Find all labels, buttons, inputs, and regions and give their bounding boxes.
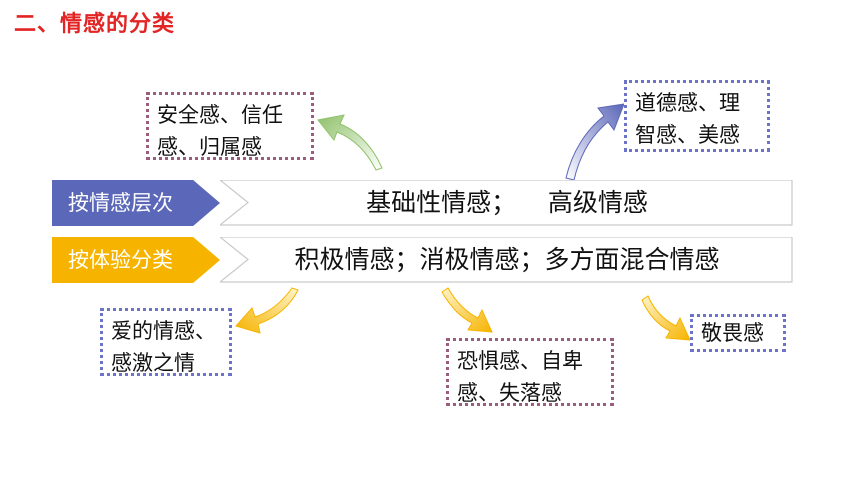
box-love-line-2: 感激之情	[111, 351, 195, 375]
row-level-content: 基础性情感； 高级情感	[366, 188, 648, 217]
arrow-to-fear	[441, 287, 493, 333]
box-moral-line-1: 道德感、理	[635, 91, 740, 115]
row-level: 基础性情感； 高级情感 按情感层次	[52, 180, 794, 226]
box-fear-line-2: 感、失落感	[457, 381, 562, 405]
row-experience-content: 积极情感；消极情感；多方面混合情感	[294, 245, 720, 274]
box-security: 安全感、信任 感、归属感	[146, 92, 314, 160]
box-moral-line-2: 智感、美感	[635, 123, 740, 147]
box-moral: 道德感、理 智感、美感	[624, 80, 770, 152]
box-security-line-1: 安全感、信任	[157, 103, 283, 127]
row-experience-tag: 按体验分类	[52, 237, 220, 283]
arrow-to-moral	[565, 103, 625, 181]
row-level-band-shape	[220, 180, 793, 226]
box-security-line-2: 感、归属感	[157, 135, 262, 159]
box-awe-line-1: 敬畏感	[701, 321, 764, 345]
page-title: 二、情感的分类	[14, 12, 176, 37]
box-fear-line-1: 恐惧感、自卑	[457, 349, 583, 373]
box-love: 爱的情感、 感激之情	[100, 308, 232, 376]
row-level-band: 基础性情感； 高级情感	[220, 180, 794, 226]
box-fear: 恐惧感、自卑 感、失落感	[446, 338, 614, 406]
box-love-line-1: 爱的情感、	[111, 319, 216, 343]
row-experience-band: 积极情感；消极情感；多方面混合情感	[220, 237, 794, 283]
row-experience: 积极情感；消极情感；多方面混合情感 按体验分类	[52, 237, 794, 283]
arrow-to-love	[235, 287, 299, 334]
row-experience-band-shape	[220, 237, 793, 283]
row-level-tag: 按情感层次	[52, 180, 220, 226]
arrow-to-awe	[641, 295, 691, 341]
box-awe: 敬畏感	[690, 314, 786, 352]
arrow-to-security	[317, 114, 383, 171]
